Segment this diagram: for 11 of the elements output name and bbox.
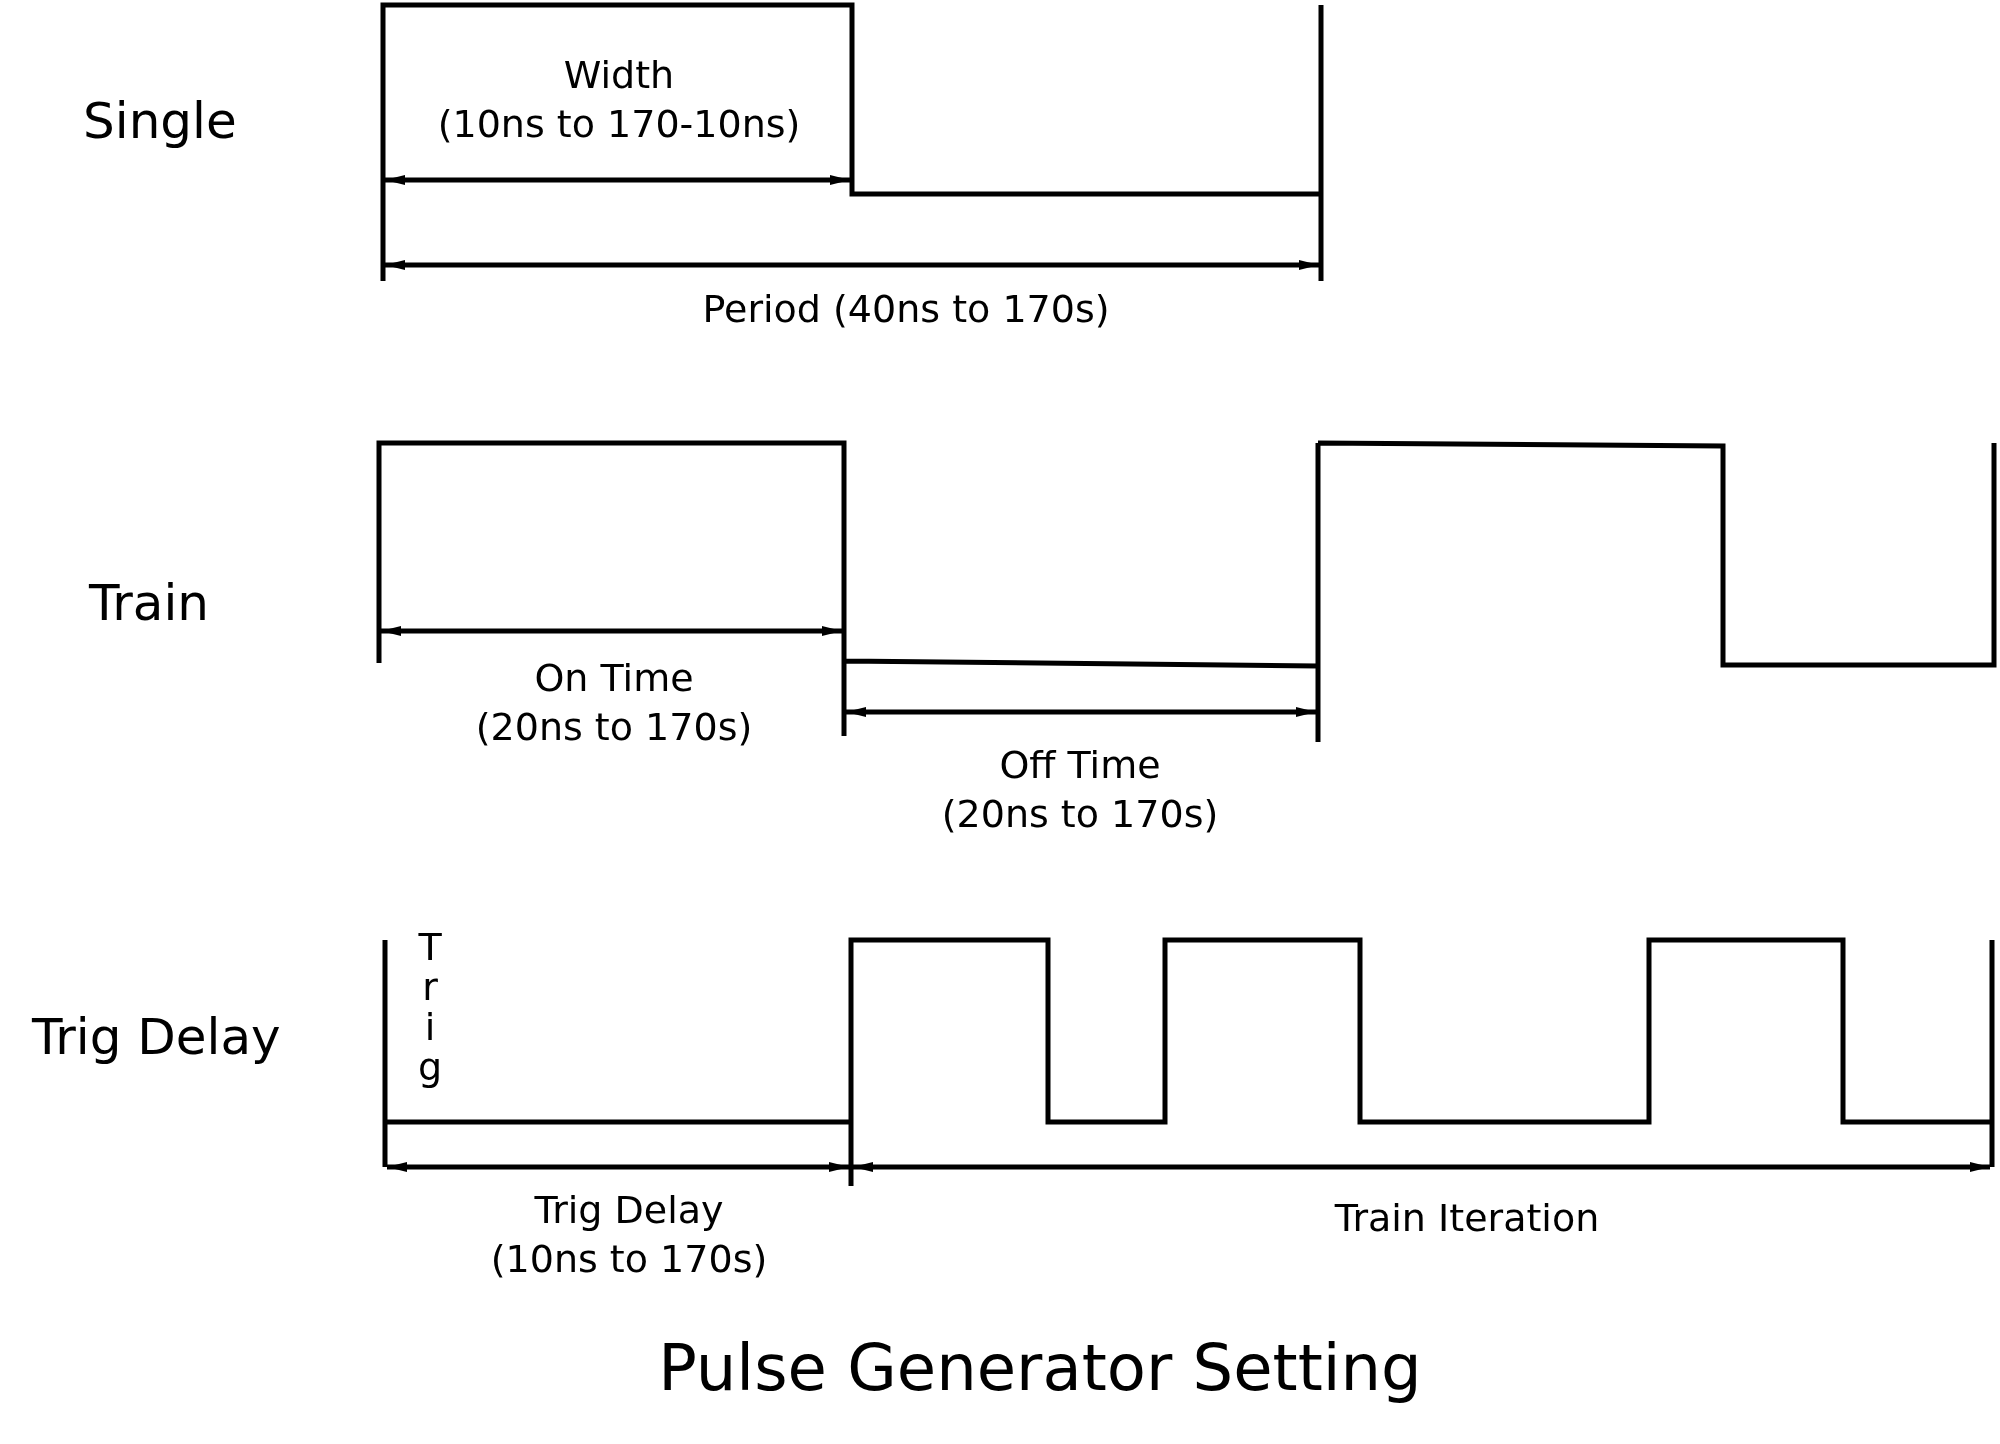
row-label: Trig Delay (32, 1006, 281, 1068)
dimension-label: Train Iteration (1334, 1195, 1600, 1243)
row-label: Train (89, 572, 209, 634)
diagram-caption: Pulse Generator Setting (658, 1330, 1422, 1408)
trigger-label: Trig (417, 928, 443, 1088)
dimension-label: On Time (20ns to 170s) (475, 654, 753, 751)
dimension-label: Off Time (20ns to 170s) (941, 741, 1219, 838)
row-label: Single (83, 90, 237, 152)
dimension-label: Trig Delay (10ns to 170s) (490, 1186, 768, 1283)
dimension-label: Width (10ns to 170-10ns) (437, 51, 801, 148)
dimension-label: Period (40ns to 170s) (702, 286, 1110, 334)
